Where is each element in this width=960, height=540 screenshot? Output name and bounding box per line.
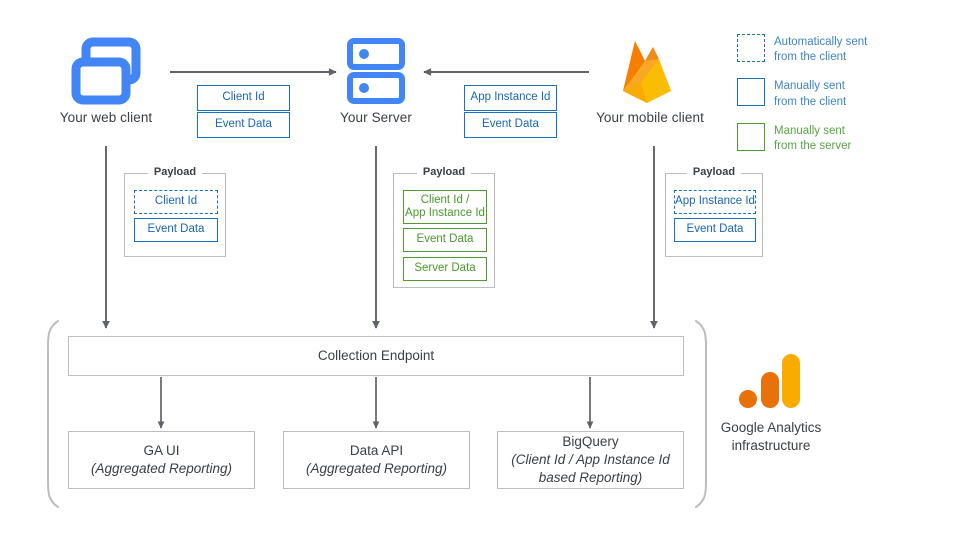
node-server: [345, 36, 407, 108]
legend-item-manual-client: Manually sent from the client: [737, 78, 937, 109]
payload-web-client: Payload Client Id Event Data: [124, 166, 226, 257]
node-web-client-label: Your web client: [59, 110, 153, 125]
output-subtitle: (Client Id / App Instance Id: [511, 451, 670, 467]
firebase-flame-icon: [623, 41, 671, 103]
transfer-chip-app-instance-id: App Instance Id: [464, 85, 557, 111]
google-analytics-bars-icon: [739, 354, 800, 408]
output-box-ga-ui: GA UI (Aggregated Reporting): [68, 431, 255, 489]
transfer-chip-event-data-web: Event Data: [197, 112, 290, 138]
output-title: BigQuery: [562, 433, 619, 449]
output-title: Data API: [349, 442, 404, 458]
legend-label-manual-client: Manually sent from the client: [774, 78, 846, 109]
ga-caption-line-1: Google Analytics: [720, 420, 822, 435]
transfer-chip-event-data-mobile: Event Data: [464, 112, 557, 138]
payload-server: Payload Client Id / App Instance Id Even…: [393, 166, 495, 288]
output-box-bigquery: BigQuery (Client Id / App Instance Id ba…: [497, 431, 684, 489]
payload-mobile-client: Payload App Instance Id Event Data: [665, 166, 763, 257]
node-web-client: [58, 32, 154, 110]
ga-caption-line-2: infrastructure: [731, 438, 811, 454]
legend-label-manual-server: Manually sent from the server: [774, 123, 851, 154]
payload-item-event-data: Event Data: [134, 218, 218, 242]
legend: Automatically sent from the client Manua…: [737, 34, 937, 154]
output-title: GA UI: [143, 442, 180, 458]
payload-item-event-data: Event Data: [403, 228, 487, 252]
legend-line-1: Manually sent: [774, 124, 845, 137]
node-mobile-client-label: Your mobile client: [596, 110, 704, 125]
payload-item-line-2: App Instance Id: [405, 207, 485, 219]
legend-swatch-dashed-blue: [737, 34, 765, 62]
legend-item-automatic-client: Automatically sent from the client: [737, 34, 937, 65]
payload-title: Payload: [416, 166, 472, 178]
collection-endpoint-box: Collection Endpoint: [68, 336, 684, 376]
payload-title: Payload: [147, 166, 203, 178]
legend-swatch-solid-green: [737, 122, 765, 151]
browser-windows-icon: [71, 37, 141, 105]
infrastructure-bracket-right: [695, 320, 707, 508]
legend-line-2: from the client: [774, 51, 847, 64]
node-mobile-client: [615, 33, 685, 109]
legend-line-1: Manually sent: [774, 80, 845, 93]
payload-item-server-data: Server Data: [403, 257, 487, 281]
legend-swatch-solid-blue: [737, 78, 765, 107]
google-analytics-logo: [738, 352, 804, 410]
server-rack-icon: [347, 38, 405, 104]
google-analytics-caption: Google Analytics infrastructure: [691, 419, 851, 455]
payload-item-client-id: Client Id: [134, 190, 218, 214]
payload-item-app-instance-id: App Instance Id: [674, 190, 756, 214]
legend-line-1: Automatically sent: [774, 36, 868, 48]
payload-title: Payload: [686, 166, 742, 178]
infrastructure-bracket-left: [47, 320, 59, 508]
output-subtitle-2: based Reporting): [538, 470, 643, 486]
legend-line-2: from the server: [774, 139, 852, 152]
payload-item-client-or-app-instance-id: Client Id / App Instance Id: [403, 190, 487, 224]
node-server-label: Your Server: [340, 110, 412, 125]
transfer-chip-client-id: Client Id: [197, 85, 290, 111]
legend-line-2: from the client: [774, 95, 847, 108]
output-subtitle: (Aggregated Reporting): [305, 461, 448, 476]
legend-label-automatic-client: Automatically sent from the client: [774, 34, 867, 65]
payload-item-line-1: Client Id /: [420, 193, 470, 206]
output-subtitle: (Aggregated Reporting): [90, 461, 233, 476]
payload-item-event-data: Event Data: [674, 218, 756, 242]
output-box-data-api: Data API (Aggregated Reporting): [283, 431, 470, 489]
legend-item-manual-server: Manually sent from the server: [737, 122, 937, 154]
